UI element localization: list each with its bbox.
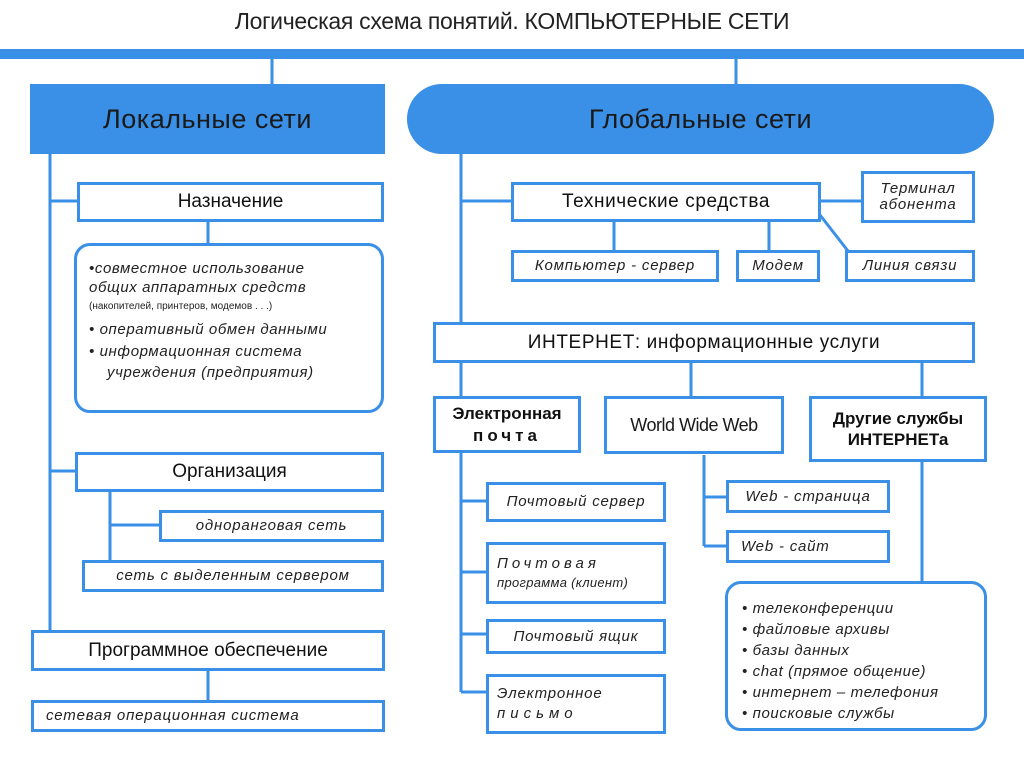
local-networks-header: Локальные сети (30, 84, 385, 154)
mail-server-box: Почтовый сервер (486, 482, 666, 522)
other-service-item: • базы данных (742, 642, 850, 659)
other-services-title-1: Другие службы (832, 408, 964, 428)
other-services-list: • телеконференции • файловые архивы • ба… (725, 581, 987, 731)
other-service-item: • интернет – телефония (742, 684, 939, 701)
top-bar (0, 49, 1024, 59)
email-letter-box: Электронное письмо (486, 674, 666, 734)
computer-server-box: Компьютер - сервер (511, 250, 719, 282)
web-site-box: Web - сайт (726, 530, 890, 563)
internet-services-box: ИНТЕРНЕТ: информационные услуги (433, 322, 975, 363)
purpose-item: •совместное использование (89, 260, 305, 277)
computer-server-label: Компьютер - сервер (534, 257, 696, 275)
other-service-item: • файловые архивы (742, 621, 890, 638)
other-services-title-2: ИНТЕРНЕТа (847, 430, 949, 449)
purpose-item: общих аппаратных средств (89, 278, 307, 296)
peer-network-box: одноранговая сеть (159, 510, 384, 542)
mail-server-label: Почтовый сервер (506, 493, 646, 511)
connector-tech-line (818, 214, 850, 252)
terminal-box: Терминал абонента (861, 171, 975, 223)
local-networks-label: Локальные сети (103, 103, 312, 134)
mail-program-label-2: программа (клиент) (497, 575, 629, 591)
web-page-box: Web - страница (726, 480, 890, 513)
other-service-item: • телеконференции (742, 600, 894, 617)
email-box: Электронная почта (433, 396, 581, 453)
page-title: Логическая схема понятий. КОМПЬЮТЕРНЫЕ С… (234, 8, 790, 34)
tech-means-box: Технические средства (511, 182, 821, 222)
organization-box: Организация (75, 452, 384, 492)
other-service-item: • chat (прямое общение) (742, 663, 927, 680)
internet-services-title: ИНТЕРНЕТ: информационные услуги (527, 331, 881, 353)
organization-title: Организация (172, 461, 287, 483)
terminal-label-2: абонента (879, 196, 957, 213)
email-title-2: почта (473, 425, 541, 445)
comm-line-box: Линия связи (845, 250, 975, 282)
software-title: Программное обеспечение (88, 639, 328, 661)
web-page-label: Web - страница (745, 487, 871, 505)
mailbox-label: Почтовый ящик (513, 627, 639, 645)
purpose-item: учреждения (предприятия) (107, 364, 314, 382)
www-title: World Wide Web (630, 414, 758, 435)
purpose-box: Назначение (77, 182, 384, 222)
email-title-1: Электронная (452, 404, 562, 424)
purpose-item-note: (накопителей, принтеров, модемов . . .) (89, 301, 273, 313)
web-site-label: Web - сайт (741, 537, 830, 555)
global-networks-header: Глобальные сети (407, 84, 994, 154)
purpose-item: • информационная система (89, 342, 303, 360)
mailbox-box: Почтовый ящик (486, 619, 666, 654)
email-letter-label-1: Электронное (497, 684, 603, 702)
purpose-list: •совместное использование общих аппаратн… (74, 243, 384, 413)
other-services-box: Другие службы ИНТЕРНЕТа (809, 396, 987, 462)
mail-program-box: Почтовая программа (клиент) (486, 542, 666, 604)
comm-line-label: Линия связи (862, 257, 958, 275)
dedicated-server-box: сеть с выделенным сервером (82, 560, 384, 592)
network-os-box: сетевая операционная система (31, 700, 385, 732)
mail-program-label-1: Почтовая (497, 555, 600, 573)
modem-label: Модем (752, 257, 804, 275)
purpose-item: • оперативный обмен данными (89, 320, 328, 338)
tech-means-title: Технические средства (562, 191, 770, 213)
purpose-title: Назначение (177, 191, 284, 213)
modem-box: Модем (736, 250, 820, 282)
terminal-label-1: Терминал (880, 180, 956, 198)
global-networks-label: Глобальные сети (588, 103, 813, 134)
peer-network-label: одноранговая сеть (195, 517, 348, 535)
other-service-item: • поисковые службы (742, 705, 895, 722)
www-box: World Wide Web (604, 396, 784, 454)
software-box: Программное обеспечение (31, 630, 385, 671)
dedicated-server-label: сеть с выделенным сервером (116, 567, 350, 585)
network-os-label: сетевая операционная система (46, 707, 300, 725)
email-letter-label-2: письмо (497, 705, 578, 722)
